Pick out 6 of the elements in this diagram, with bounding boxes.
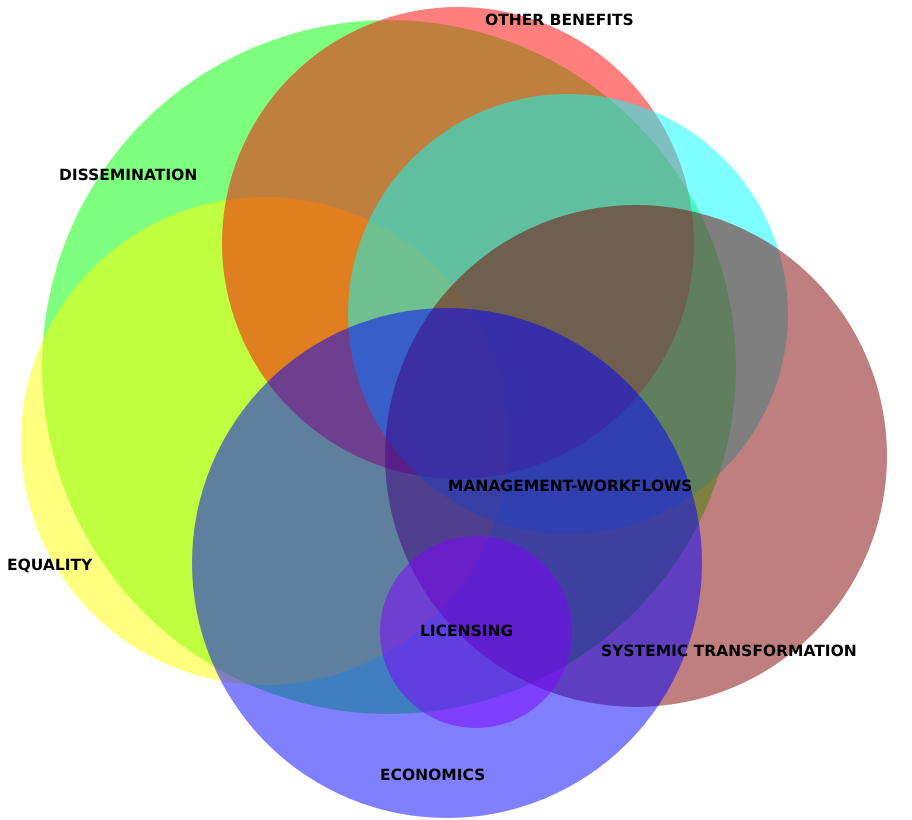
set-label: EQUALITY (7, 555, 92, 575)
set-label: DISSEMINATION (59, 165, 198, 185)
set-label: ECONOMICS (380, 765, 486, 785)
set-label: LICENSING (420, 621, 514, 641)
set-label: MANAGEMENT-WORKFLOWS (448, 476, 692, 496)
set-label: OTHER BENEFITS (485, 10, 634, 30)
